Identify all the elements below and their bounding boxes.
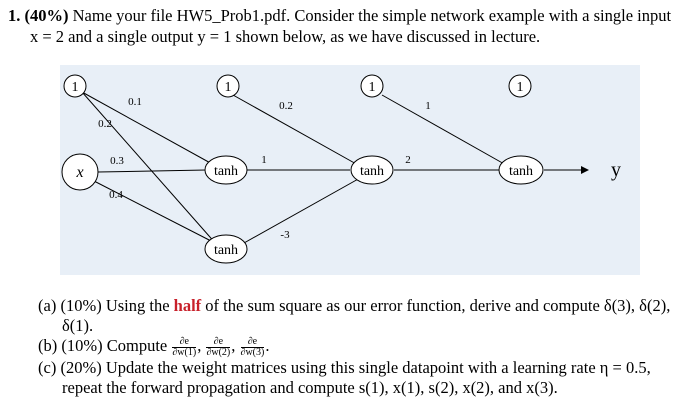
weight-b0-h1b: 0.2	[98, 118, 112, 130]
part-a-post: of the sum square as our error function,…	[205, 296, 671, 315]
edge-b1-h2	[232, 94, 359, 166]
edge-h1b-h2	[243, 177, 361, 244]
bias-node-1	[216, 74, 240, 98]
problem-weight: (40%)	[24, 6, 69, 25]
fraction-2-num: ∂e	[206, 336, 231, 348]
hidden2-label: tanh	[360, 164, 384, 179]
output-node	[498, 155, 544, 185]
problem-text-line2: x = 2 and a single output y = 1 shown be…	[30, 27, 541, 46]
weight-b0-h1a: 0.1	[128, 96, 142, 108]
fraction-1-num: ∂e	[172, 336, 197, 348]
weight-h2-out: 2	[405, 154, 411, 166]
part-b-label: (b)	[38, 336, 58, 355]
edge-b2-out	[381, 94, 507, 166]
network-diagram: 1 1 1 1 x tanh tanh tanh tanh y 0.1 0.2 …	[60, 65, 640, 275]
hidden1-top-node	[204, 155, 248, 185]
input-label: x	[75, 164, 83, 181]
hidden1-top-label: tanh	[214, 164, 238, 179]
part-c-label: (c)	[38, 357, 57, 377]
bias-label-3: 1	[517, 80, 524, 95]
part-b-pct: (10%)	[61, 336, 103, 355]
part-b-pre: Compute	[106, 336, 168, 355]
hidden1-bottom-node	[204, 234, 248, 264]
problem-number: 1.	[8, 6, 21, 25]
bias-label-2: 1	[369, 80, 376, 95]
network-svg: 1 1 1 1 x tanh tanh tanh tanh y 0.1 0.2 …	[61, 74, 621, 264]
part-c: (c) (20%) Update the weight matrices usi…	[38, 358, 688, 398]
edge-b0-h1b	[81, 91, 218, 246]
problem-parts: (a) (10%) Using the half of the sum squa…	[38, 296, 688, 398]
fraction-1-den: ∂w(1)	[172, 346, 197, 358]
weight-x-h1b: 0.4	[109, 189, 123, 201]
bias-node-2	[360, 74, 384, 98]
fraction-3-num: ∂e	[240, 336, 265, 348]
fraction-2: ∂e ∂w(2)	[206, 336, 231, 358]
y-label: y	[611, 159, 621, 181]
weight-b1-h2: 0.2	[279, 100, 293, 112]
part-a-highlight: half	[173, 296, 202, 315]
part-a-cont: δ(1).	[62, 316, 94, 335]
fraction-3-den: ∂w(3)	[240, 346, 265, 358]
edge-b0-h1a	[81, 91, 215, 166]
weight-x-h1a: 0.3	[110, 155, 124, 167]
problem-text-line1: Name your file HW5_Prob1.pdf. Consider t…	[72, 6, 672, 25]
bias-label-0: 1	[72, 80, 79, 95]
input-node	[61, 153, 99, 191]
hidden2-node	[350, 155, 394, 185]
fraction-2-den: ∂w(2)	[206, 346, 231, 358]
output-label: tanh	[509, 164, 533, 179]
hidden1-bottom-label: tanh	[214, 243, 238, 258]
part-c-line1: Update the weight matrices using this si…	[105, 357, 651, 377]
weight-h1a-h2: 1	[261, 154, 267, 166]
fraction-1: ∂e ∂w(1)	[172, 336, 197, 358]
bias-label-1: 1	[225, 80, 232, 95]
part-a-pct: (10%)	[60, 296, 102, 315]
part-c-line2: repeat the forward propagation and compu…	[62, 377, 558, 397]
bias-node-3	[508, 74, 532, 98]
edge-x-h1b	[93, 180, 216, 244]
fraction-3: ∂e ∂w(3)	[240, 336, 265, 358]
part-b: (b) (10%) Compute ∂e ∂w(1) , ∂e ∂w(2) , …	[38, 335, 270, 358]
part-a-label: (a)	[38, 296, 57, 315]
part-c-pct: (20%)	[60, 357, 102, 377]
part-a: (a) (10%) Using the half of the sum squa…	[38, 296, 688, 336]
bias-node-0	[63, 74, 87, 98]
weight-h1b-h2: -3	[280, 229, 290, 241]
edge-x-h1a	[97, 169, 207, 173]
problem-statement: 1. (40%) Name your file HW5_Prob1.pdf. C…	[8, 5, 694, 47]
weight-b2-out: 1	[425, 100, 431, 112]
part-a-pre: Using the	[105, 296, 170, 315]
